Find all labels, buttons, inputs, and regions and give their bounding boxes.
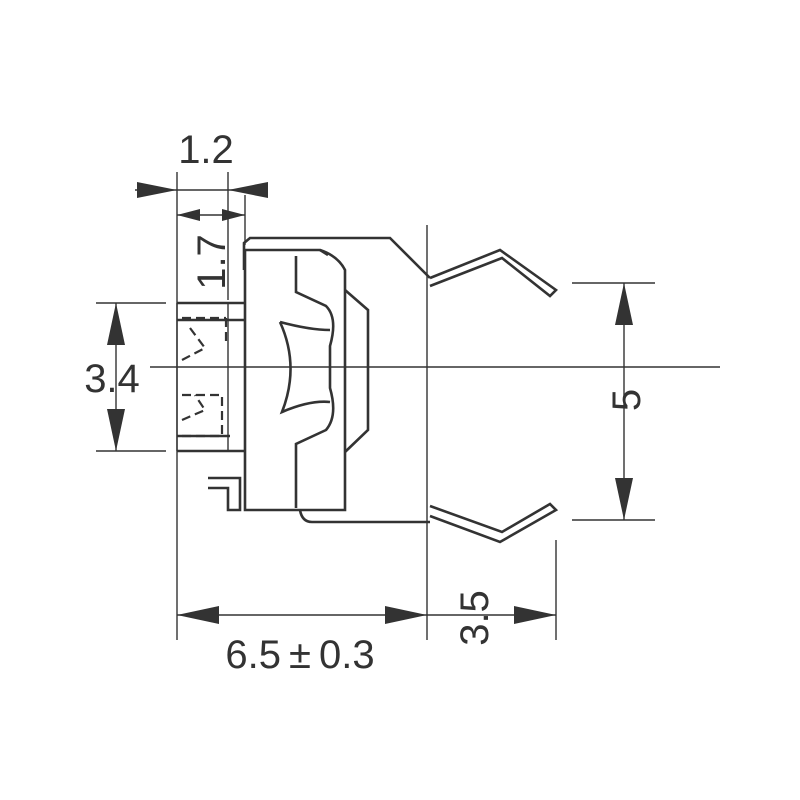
dim-tolerance: 0.3 <box>319 633 375 677</box>
extension-lines <box>96 172 655 640</box>
dim-6-5-value: 6.5 <box>225 633 281 677</box>
dim-1-2: 1.2 <box>178 128 234 172</box>
dim-3-5: 3.5 <box>453 590 497 646</box>
terminals <box>429 248 559 544</box>
dim-3-4: 3.4 <box>84 357 140 401</box>
dim-6-5: 6.5±0.3 <box>225 633 374 677</box>
dim-1-7: 1.7 <box>190 234 234 290</box>
dim-plus-minus: ± <box>289 633 311 677</box>
stem-view <box>176 301 245 453</box>
dimension-lines <box>107 182 633 624</box>
dim-5: 5 <box>605 389 649 411</box>
switch-body <box>208 236 431 524</box>
